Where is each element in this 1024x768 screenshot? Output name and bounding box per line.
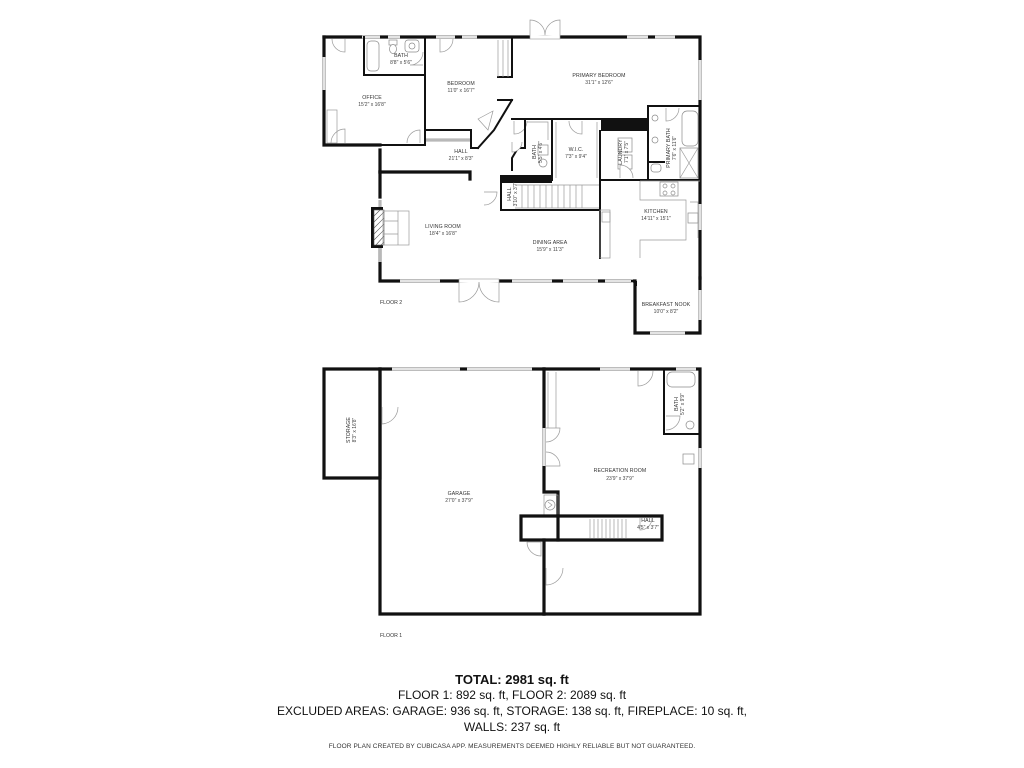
room-dims-primary-bath: 7'6" x 11'6" [672, 136, 678, 160]
room-label-bedroom: BEDROOM [447, 81, 475, 87]
room-dims-wic: 7'3" x 9'4" [565, 154, 587, 160]
room-label-storage: STORAGE [346, 417, 352, 443]
room-dims-office: 15'2" x 16'8" [358, 102, 386, 108]
floor-areas: FLOOR 1: 892 sq. ft, FLOOR 2: 2089 sq. f… [397, 688, 627, 702]
floor-1-room-labels: STORAGE 8'3" x 16'8" GARAGE 27'0" x 37'9… [346, 393, 686, 639]
room-dims-storage: 8'3" x 16'8" [352, 417, 358, 442]
room-dims-bath: 8'8" x 5'6" [390, 60, 412, 66]
room-label-recreation-room: RECREATION ROOM [594, 468, 647, 474]
floor-2-plan [322, 19, 702, 335]
room-label-laundry: LAUNDRY [618, 139, 624, 165]
room-label-basement-bath: BATH [674, 397, 680, 411]
walls-area: WALLS: 237 sq. ft [463, 720, 561, 734]
room-dims-laundry: 7'1" x 7'5" [624, 141, 630, 163]
room-dims-garage: 27'0" x 37'9" [445, 498, 473, 504]
floor-1-plan [322, 367, 702, 616]
room-label-breakfast-nook: BREAKFAST NOOK [642, 302, 691, 308]
room-label-small-bath: BATH [532, 145, 538, 159]
room-dims-dining-area: 15'9" x 11'3" [536, 247, 563, 253]
floor-2-label: FLOOR 2 [380, 300, 402, 306]
floor-2-room-labels: OFFICE 15'2" x 16'8" BATH 8'8" x 5'6" BE… [358, 53, 690, 315]
room-dims-recreation-room: 23'9" x 37'9" [606, 476, 634, 482]
credit-disclaimer: FLOOR PLAN CREATED BY CUBICASA APP. MEAS… [328, 743, 696, 750]
room-label-wic: W.I.C. [569, 147, 584, 153]
room-label-basement-hall: HALL [641, 518, 654, 524]
room-label-primary-bath: PRIMARY BATH [666, 128, 672, 168]
room-dims-breakfast-nook: 10'0" x 8'2" [654, 309, 679, 315]
excluded-areas: EXCLUDED AREAS: GARAGE: 936 sq. ft, STOR… [277, 704, 747, 718]
room-dims-primary-bedroom: 31'1" x 12'6" [585, 80, 613, 86]
room-label-living-room: LIVING ROOM [425, 224, 461, 230]
total-area: TOTAL: 2981 sq. ft [455, 672, 569, 687]
room-dims-basement-bath: 5'2" x 9'9" [680, 393, 686, 415]
floor-1-label: FLOOR 1 [380, 633, 402, 639]
room-label-dining-area: DINING AREA [533, 240, 568, 246]
room-dims-small-bath: 5'5" x 4'6" [538, 141, 544, 163]
room-label-bath: BATH [394, 53, 408, 59]
room-label-kitchen: KITCHEN [644, 209, 668, 215]
room-dims-hall-small: 3'10" x 3'7" [513, 181, 519, 206]
room-label-hall-small: HALL [507, 187, 513, 200]
room-dims-bedroom: 11'0" x 16'7" [447, 88, 474, 94]
room-dims-basement-hall: 4'5" x 3'7" [637, 525, 659, 531]
room-dims-living-room: 18'4" x 16'8" [429, 231, 457, 237]
room-label-primary-bedroom: PRIMARY BEDROOM [572, 73, 625, 79]
room-label-hall: HALL [454, 149, 467, 155]
room-dims-hall: 21'1" x 8'3" [449, 156, 474, 162]
room-label-garage: GARAGE [448, 491, 471, 497]
room-label-office: OFFICE [362, 95, 382, 101]
room-dims-kitchen: 14'11" x 15'1" [641, 216, 671, 222]
